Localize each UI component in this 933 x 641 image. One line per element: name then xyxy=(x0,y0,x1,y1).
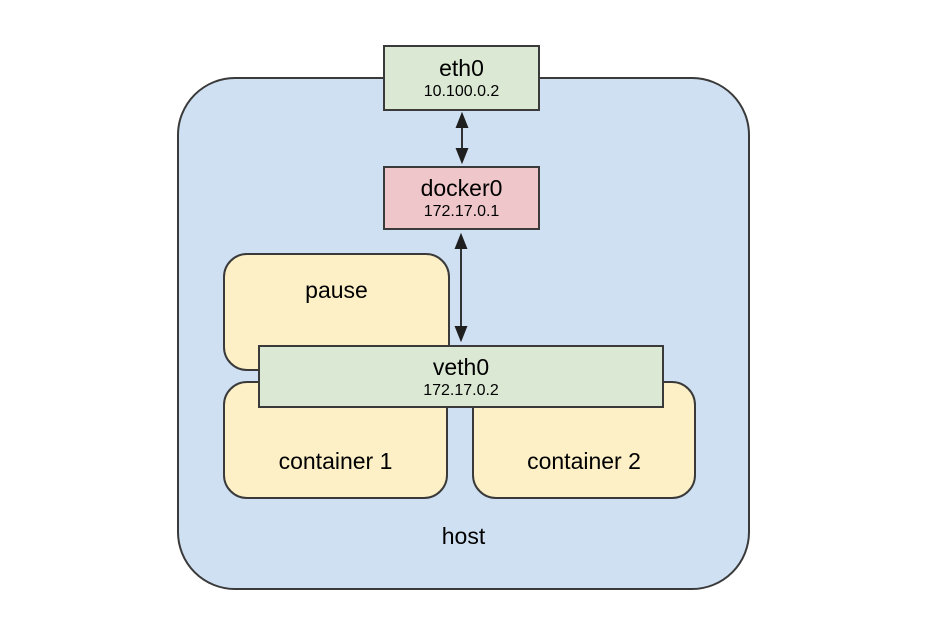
docker0-ip: 172.17.0.1 xyxy=(423,203,500,220)
container-1-label: container 1 xyxy=(278,448,393,474)
veth0-label: veth0 xyxy=(432,353,490,380)
veth0-interface-node: veth0 172.17.0.2 xyxy=(258,345,664,408)
veth0-ip: 172.17.0.2 xyxy=(423,381,499,399)
docker0-label: docker0 xyxy=(420,175,503,201)
eth0-interface-node: eth0 10.100.0.2 xyxy=(383,45,540,111)
eth0-ip: 10.100.0.2 xyxy=(423,83,500,100)
host-label: host xyxy=(441,523,486,549)
pause-label: pause xyxy=(305,277,368,303)
docker0-bridge-node: docker0 172.17.0.1 xyxy=(383,166,540,230)
container-2-label: container 2 xyxy=(527,448,641,474)
eth0-label: eth0 xyxy=(439,55,484,81)
